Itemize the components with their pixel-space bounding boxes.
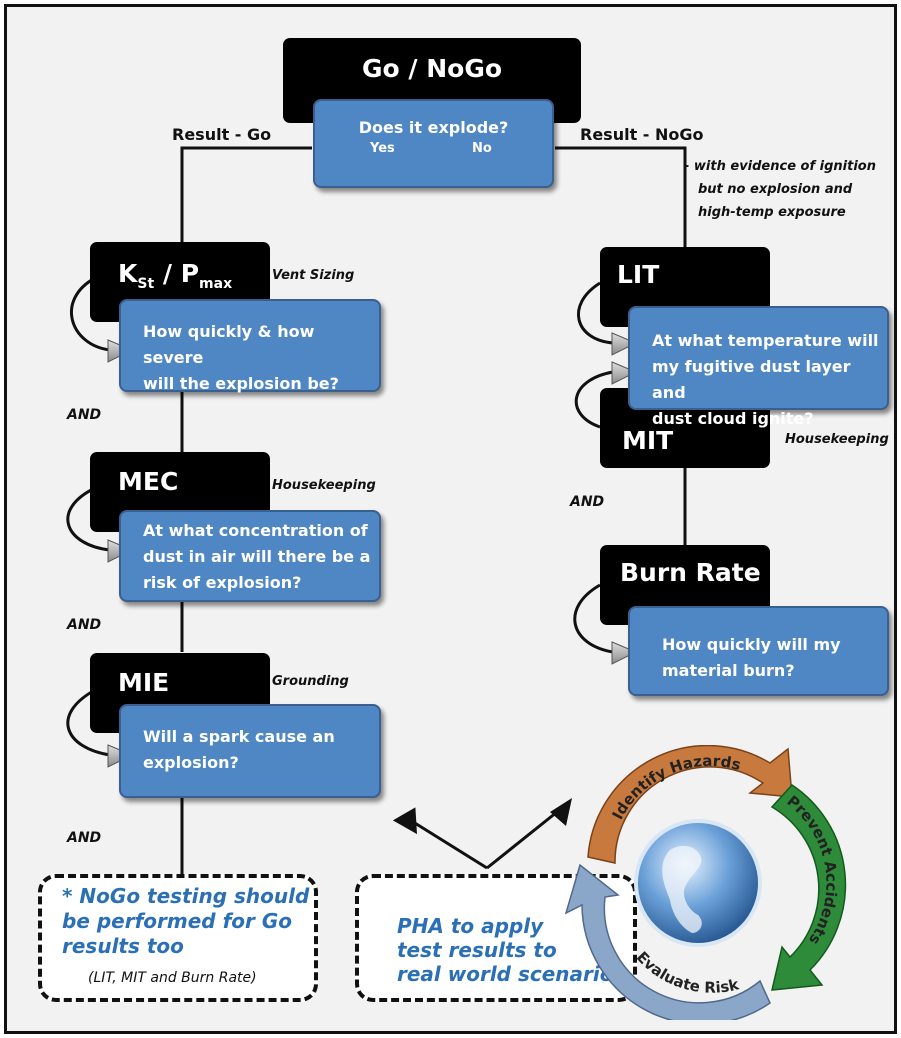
mie-question-line: explosion? <box>143 753 239 772</box>
mec-question-box: At what concentration of dust in air wil… <box>119 510 381 602</box>
housekeeping-tag: Housekeeping <box>272 478 376 493</box>
kst-separator: / P <box>154 259 200 288</box>
result-nogo-label: Result - NoGo <box>580 125 704 144</box>
identify-hazards-label: Identify Hazards <box>608 752 742 823</box>
nogo-testing-subnote: (LIT, MIT and Burn Rate) <box>88 970 257 986</box>
mie-question-line: Will a spark cause an <box>143 727 335 746</box>
nogo-note-line: but no explosion and <box>698 182 853 197</box>
burn-question-box: How quickly will my material burn? <box>628 606 889 696</box>
nogo-testing-note: * NoGo testing should be performed for G… <box>62 884 309 959</box>
nogo-testing-note-box: * NoGo testing should be performed for G… <box>38 874 318 1002</box>
mit-title: MIT <box>622 426 674 455</box>
lit-question-line: dust cloud ignite? <box>652 409 814 428</box>
housekeeping-tag: Housekeeping <box>785 432 889 447</box>
mec-question-line: risk of explosion? <box>143 573 302 592</box>
svg-text:Identify Hazards: Identify Hazards <box>608 752 742 823</box>
prevent-accidents-arrow <box>770 784 847 991</box>
pha-arrow-left <box>409 818 488 870</box>
mec-title: MEC <box>118 467 179 496</box>
nogo-testing-line: results too <box>62 934 184 958</box>
loop-arrow-mit <box>574 370 614 429</box>
vent-sizing-tag: Vent Sizing <box>272 268 355 283</box>
loop-arrow-kst <box>69 276 111 352</box>
yes-label: Yes <box>370 141 395 156</box>
go-nogo-title: Go / NoGo <box>361 54 503 83</box>
mec-question-line: dust in air will there be a <box>143 547 371 566</box>
burn-question-line: How quickly will my <box>662 635 841 654</box>
loop-arrow-lit <box>577 281 614 345</box>
loop-arrow-burn <box>573 583 614 654</box>
kst-question-line: How quickly & how severe <box>143 322 315 367</box>
evaluate-risk-arrow <box>564 863 771 1020</box>
nogo-note: - with evidence of ignition but no explo… <box>684 155 876 224</box>
burn-loop-arrowhead-icon <box>611 641 638 665</box>
loop-arrow-mie <box>66 688 111 757</box>
mie-question-box: Will a spark cause an explosion? <box>119 704 381 798</box>
nogo-testing-line: * NoGo testing should <box>62 884 310 908</box>
mec-question-line: At what concentration of <box>143 521 368 540</box>
kst-question-box: How quickly & how severe will the explos… <box>119 299 381 393</box>
pha-arrow-right <box>486 806 563 870</box>
lit-title: LIT <box>617 260 660 289</box>
pha-note-line: PHA to apply <box>397 914 544 938</box>
pha-note-line: real world scenarios <box>397 962 626 986</box>
kst-pmax-title: KSt / Pmax <box>118 259 232 292</box>
burn-question-line: material burn? <box>662 661 795 680</box>
and-label: AND <box>67 617 102 633</box>
go-branch-line <box>180 146 312 245</box>
pha-note: PHA to apply test results to real world … <box>397 914 625 986</box>
and-label: AND <box>67 830 102 846</box>
lit-loop-arrowhead-icon <box>611 332 638 356</box>
lit-question-line: At what temperature will <box>652 331 879 350</box>
mit-loop-arrowhead-icon <box>611 361 638 385</box>
kst-k: K <box>118 259 138 288</box>
and-label: AND <box>570 494 605 510</box>
nogo-branch-line <box>555 146 687 248</box>
lit-question-box: At what temperature will my fugitive dus… <box>628 306 889 428</box>
globe-icon <box>634 819 762 947</box>
loop-arrow-mec <box>66 486 111 552</box>
result-go-label: Result - Go <box>172 125 272 144</box>
explode-question: Does it explode? <box>358 118 509 137</box>
kst-question-line: will the explosion be? <box>143 374 339 393</box>
lit-question-line: my fugitive dust layer and <box>652 357 851 402</box>
no-label: No <box>472 141 492 156</box>
nogo-testing-line: be performed for Go <box>62 909 292 933</box>
kst-subscript: St <box>137 276 155 292</box>
mie-title: MIE <box>118 668 170 697</box>
and-label: AND <box>67 407 102 423</box>
pha-note-line: test results to <box>397 938 557 962</box>
risk-cycle-graphic: Identify Hazards Prevent Accidents Evalu… <box>564 745 847 1020</box>
nogo-note-line: - with evidence of ignition <box>684 159 876 174</box>
pmax-subscript: max <box>199 276 233 292</box>
explode-question-box: Does it explode? Yes No <box>313 99 554 188</box>
globe-continents-icon <box>662 845 702 933</box>
grounding-tag: Grounding <box>272 674 349 689</box>
burn-rate-title: Burn Rate <box>620 558 761 587</box>
nogo-note-line: high-temp exposure <box>698 205 846 220</box>
